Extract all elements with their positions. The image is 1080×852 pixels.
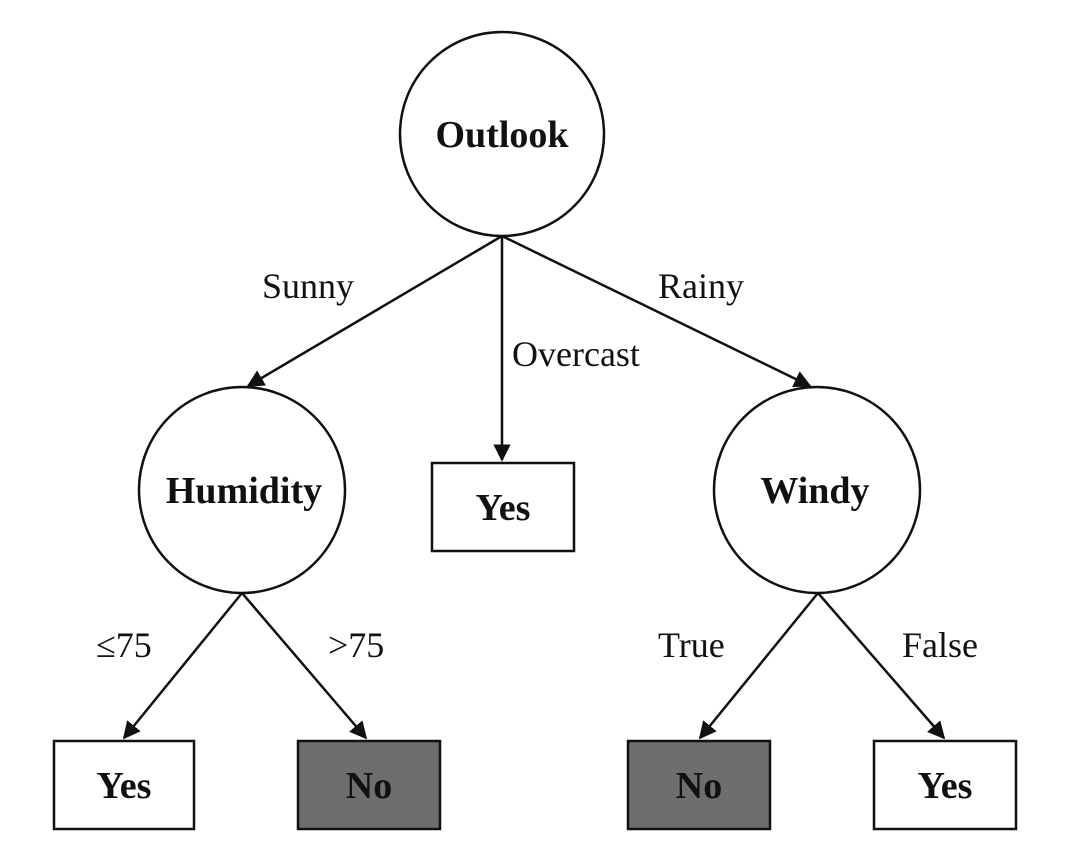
edge-label-gt75: >75 bbox=[328, 625, 384, 665]
node-outlook-label: Outlook bbox=[435, 114, 569, 156]
edge-label-overcast: Overcast bbox=[512, 334, 640, 374]
edge-label-false: False bbox=[902, 625, 978, 665]
leaf-windy-false-yes-label: Yes bbox=[918, 765, 973, 807]
leaf-humidity-le75-yes-label: Yes bbox=[97, 765, 152, 807]
node-humidity-label: Humidity bbox=[166, 470, 322, 512]
leaf-humidity-le75-yes: Yes bbox=[52, 739, 196, 831]
leaf-windy-true-no-label: No bbox=[676, 765, 722, 807]
edge-label-true: True bbox=[658, 625, 725, 665]
edge-label-sunny: Sunny bbox=[262, 266, 354, 306]
leaf-windy-true-no: No bbox=[626, 739, 772, 831]
leaf-overcast-yes: Yes bbox=[430, 461, 576, 553]
node-windy: Windy bbox=[712, 385, 922, 595]
leaf-humidity-gt75-no-label: No bbox=[346, 765, 392, 807]
node-humidity: Humidity bbox=[137, 385, 347, 595]
node-windy-label: Windy bbox=[760, 470, 869, 512]
edge-windy-true bbox=[698, 592, 819, 740]
leaf-humidity-gt75-no: No bbox=[296, 739, 442, 831]
edge-label-rainy: Rainy bbox=[658, 266, 744, 306]
leaf-windy-false-yes: Yes bbox=[872, 739, 1018, 831]
edge-humidity-gt75 bbox=[241, 592, 368, 740]
leaf-overcast-yes-label: Yes bbox=[476, 487, 531, 529]
edge-outlook-rainy bbox=[501, 234, 812, 388]
node-outlook: Outlook bbox=[398, 30, 606, 238]
edge-label-le75: ≤75 bbox=[96, 625, 152, 665]
edge-outlook-sunny bbox=[246, 234, 503, 388]
edge-humidity-le75 bbox=[122, 592, 243, 740]
edge-windy-false bbox=[817, 592, 946, 740]
